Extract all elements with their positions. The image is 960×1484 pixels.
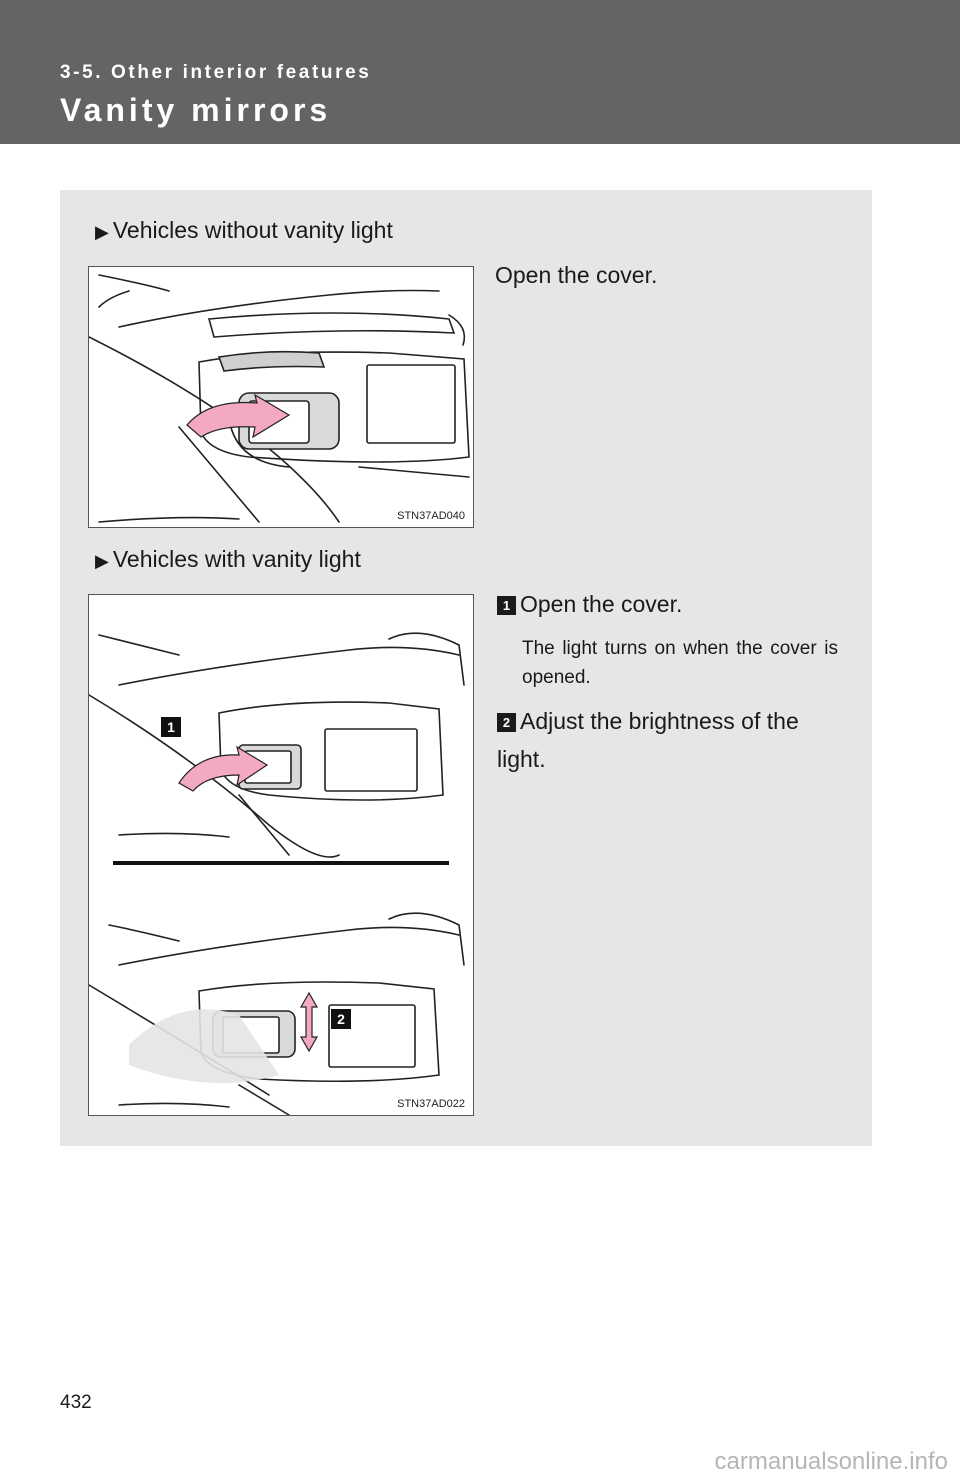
heading-text: Vehicles without vanity light — [112, 217, 393, 243]
callout-box-2 — [331, 1009, 351, 1029]
note-light-turns-on: The light turns on when the cover is ope… — [522, 638, 838, 688]
heading-without-vanity-light: ▶Vehicles without vanity light — [95, 217, 393, 244]
visor-light-illustration: 1 2 — [89, 632, 465, 1115]
step-number-badge: 2 — [497, 713, 516, 732]
callout-label-2: 2 — [337, 1011, 345, 1027]
callout-label-1: 1 — [167, 719, 175, 735]
triangle-bullet-icon: ▶ — [95, 551, 109, 571]
step-number-badge: 1 — [497, 596, 516, 615]
triangle-bullet-icon: ▶ — [95, 222, 109, 242]
callout-box-1 — [161, 717, 181, 737]
heading-with-vanity-light: ▶Vehicles with vanity light — [95, 546, 361, 573]
figure-code: STN37AD040 — [397, 510, 465, 522]
step-text: Adjust the brightness of the light. — [497, 708, 799, 772]
heading-text: Vehicles with vanity light — [112, 546, 361, 572]
step-text: Open the cover. — [520, 591, 683, 617]
instruction-open-cover: Open the cover. — [495, 262, 658, 288]
page-number: 432 — [60, 1392, 92, 1413]
section-label: 3-5. Other interior features — [60, 62, 372, 83]
watermark: carmanualsonline.info — [714, 1448, 948, 1475]
visor-illustration — [89, 274, 470, 523]
figure-visor-with-light: 1 2 STN37AD022 — [88, 594, 474, 1116]
figure-visor-without-light: STN37AD040 — [88, 266, 474, 528]
page-header: 3-5. Other interior features Vanity mirr… — [0, 0, 960, 144]
page-title: Vanity mirrors — [60, 92, 332, 128]
figure-code: STN37AD022 — [397, 1098, 465, 1110]
